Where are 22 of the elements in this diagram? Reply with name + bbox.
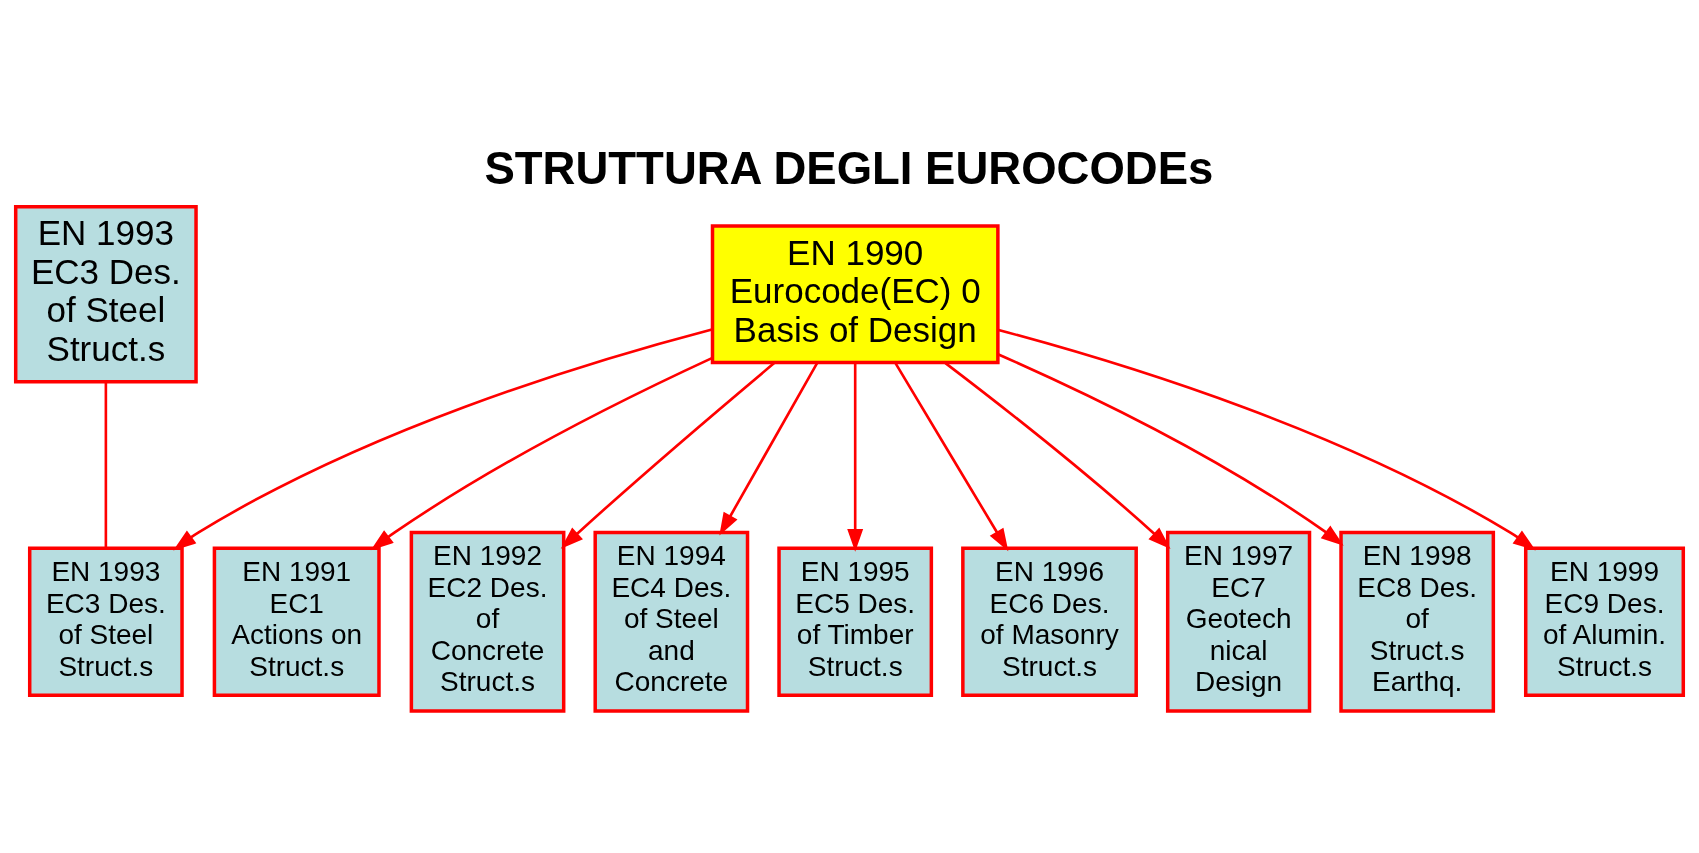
arrow (370, 356, 713, 551)
node-box: EN 1990 Eurocode(EC) 0 Basis of Design (710, 224, 1000, 365)
connector (104, 382, 108, 548)
node-box: EN 1995 EC5 Des. of Timber Struct.s (777, 546, 934, 697)
arrow (560, 361, 776, 549)
arrow (998, 328, 1536, 551)
node-box: EN 1991 EC1 Actions on Struct.s (212, 546, 381, 697)
node-box: EN 1996 EC6 Des. of Masonry Struct.s (961, 546, 1138, 697)
node-box: EN 1999 EC9 Des. of Alumin. Struct.s (1524, 546, 1686, 697)
arrow (997, 353, 1344, 546)
diagram-title: STRUTTURA DEGLI EUROCODEs (484, 142, 1214, 194)
node-box: EN 1994 EC4 Des. of Steel and Concrete (593, 530, 750, 713)
node-box: EN 1993 EC3 Des. of Steel Struct.s (13, 205, 198, 384)
arrow (173, 328, 713, 551)
node-box: EN 1993 EC3 Des. of Steel Struct.s (27, 546, 184, 697)
node-box: EN 1992 EC2 Des. of Concrete Struct.s (409, 530, 566, 713)
node-box: EN 1997 EC7 Geotech nical Design (1165, 530, 1312, 713)
arrow (894, 362, 1009, 552)
arrow (719, 362, 819, 536)
node-box: EN 1998 EC8 Des. of Struct.s Earthq. (1339, 530, 1496, 713)
arrow (847, 363, 864, 552)
arrow (944, 362, 1171, 549)
